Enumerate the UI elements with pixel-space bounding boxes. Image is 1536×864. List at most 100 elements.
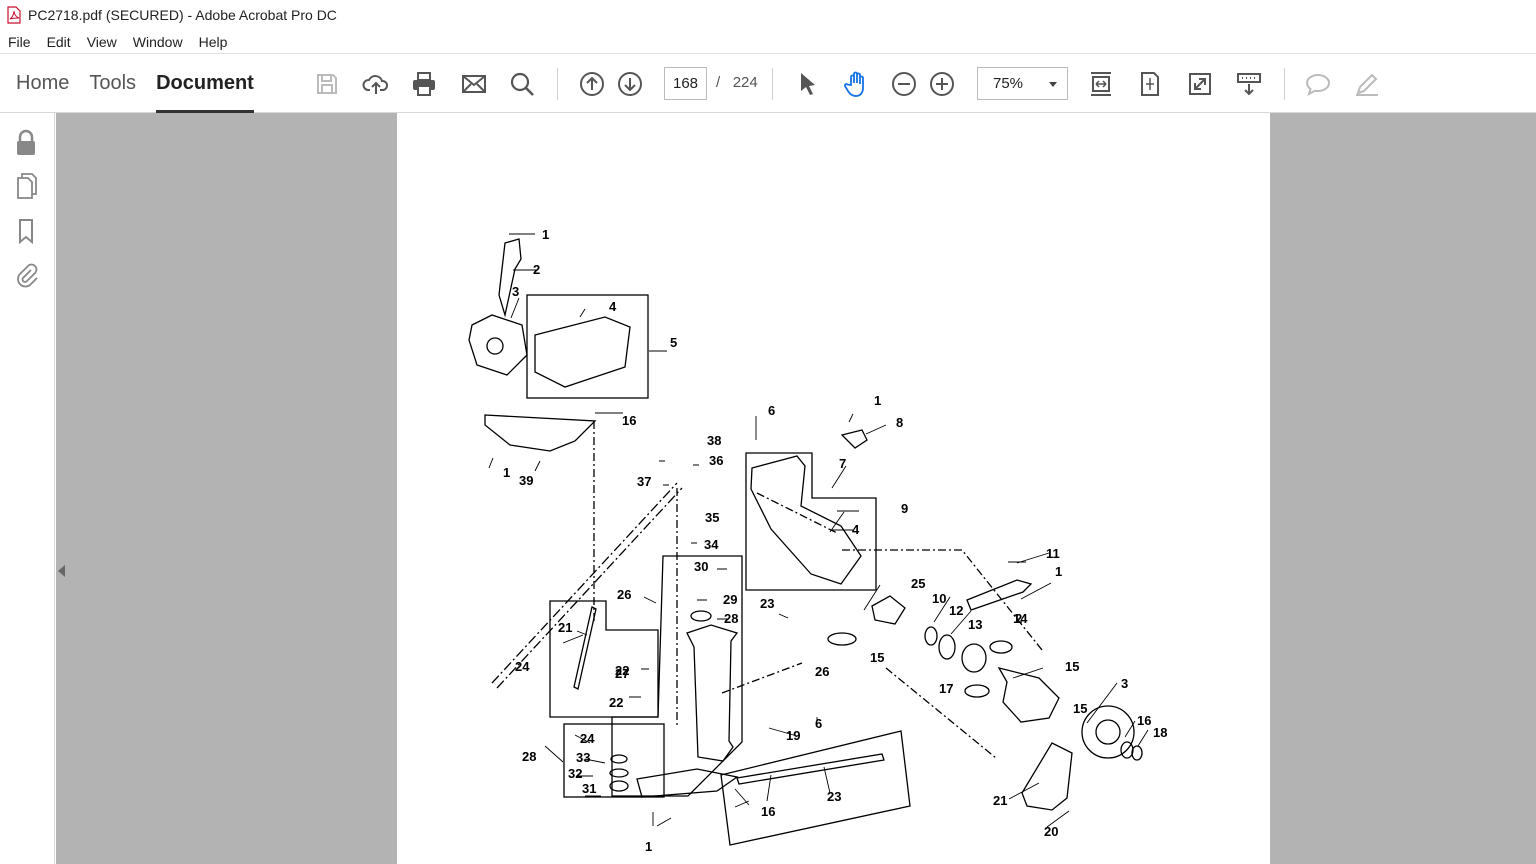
leader-lines	[488, 233, 1149, 828]
callout-number: 1	[542, 227, 549, 242]
menu-window[interactable]: Window	[132, 33, 183, 50]
mail-icon[interactable]	[458, 55, 490, 113]
menu-help[interactable]: Help	[198, 33, 228, 50]
menu-file[interactable]: File	[8, 33, 31, 50]
toolbar-separator	[772, 68, 773, 100]
part-2	[498, 238, 522, 318]
callout-number: 3	[1121, 676, 1128, 691]
print-icon[interactable]	[408, 55, 440, 113]
part-19	[1131, 745, 1143, 761]
part-mount-post	[686, 624, 739, 762]
callout-number: 15	[1073, 701, 1087, 716]
lock-icon[interactable]	[12, 128, 40, 158]
callout-number: 16	[1137, 713, 1151, 728]
part-3-hole	[486, 337, 504, 355]
callout-number: 4	[609, 299, 617, 314]
save-icon[interactable]	[311, 55, 343, 113]
callout-number: 9	[901, 501, 908, 516]
part-13	[938, 634, 956, 660]
callout-number: 21	[558, 620, 572, 635]
part-21	[573, 606, 597, 690]
callout-number: 34	[704, 537, 719, 552]
bookmark-icon[interactable]	[12, 216, 40, 246]
title-bar: PC2718.pdf (SECURED) - Adobe Acrobat Pro…	[0, 0, 1536, 30]
window-title: PC2718.pdf (SECURED) - Adobe Acrobat Pro…	[28, 7, 337, 23]
inset-box-24	[549, 600, 659, 718]
part-2b	[966, 579, 1033, 611]
read-mode-icon[interactable]	[1233, 55, 1265, 113]
part-14	[961, 643, 987, 673]
pdf-file-icon	[6, 6, 22, 24]
callout-number: 19	[786, 728, 800, 743]
menu-view[interactable]: View	[86, 33, 117, 50]
callout-number: 20	[1044, 824, 1058, 839]
select-arrow-icon[interactable]	[791, 55, 823, 113]
center-line-hub	[885, 667, 997, 759]
page-up-icon[interactable]	[576, 55, 608, 113]
zoom-in-icon[interactable]	[926, 55, 958, 113]
expand-pane-arrow-icon[interactable]	[58, 565, 65, 577]
callout-number: 28	[724, 611, 738, 626]
cloud-upload-icon[interactable]	[360, 55, 392, 113]
toolbar-separator	[557, 68, 558, 100]
callout-number: 31	[582, 781, 596, 796]
callout-number: 21	[993, 793, 1007, 808]
callout-number: 38	[707, 433, 721, 448]
callout-number: 16	[622, 413, 636, 428]
callout-number: 1	[1055, 564, 1062, 579]
total-pages: 224	[732, 74, 758, 91]
callout-number: 1	[874, 393, 881, 408]
callout-number: 23	[760, 596, 774, 611]
part-3	[468, 314, 528, 376]
callout-number: 7	[839, 456, 846, 471]
callout-number: 18	[1153, 725, 1167, 740]
zoom-select[interactable]: 75%	[977, 67, 1068, 100]
part-17-hub	[1095, 719, 1121, 745]
callout-number: 6	[768, 403, 775, 418]
callout-number: 28	[522, 749, 536, 764]
tab-tools[interactable]: Tools	[89, 72, 137, 94]
callout-number: 8	[896, 415, 903, 430]
pen-icon[interactable]	[1351, 55, 1383, 113]
part-10	[871, 595, 906, 625]
fit-page-icon[interactable]	[1134, 55, 1166, 113]
callout-number: 24	[580, 731, 595, 746]
part-39	[484, 414, 597, 452]
callout-number: 1	[645, 839, 652, 854]
part-28b	[690, 610, 712, 622]
inset-box-5	[526, 294, 649, 399]
callout-number: 26	[617, 587, 631, 602]
callout-number: 25	[911, 576, 925, 591]
callout-number: 4	[852, 522, 860, 537]
inset-box-27	[563, 723, 665, 798]
part-9-bracket	[750, 455, 862, 585]
callout-number: 12	[949, 603, 963, 618]
inset-box-24b	[720, 730, 911, 846]
callout-number: 33	[576, 750, 590, 765]
chevron-down-icon	[1049, 82, 1057, 87]
part-28	[609, 780, 629, 792]
callout-number: 36	[709, 453, 723, 468]
attachment-icon[interactable]	[12, 259, 40, 289]
part-12	[924, 626, 938, 646]
full-screen-icon[interactable]	[1184, 55, 1216, 113]
comment-icon[interactable]	[1302, 55, 1334, 113]
page-number-input[interactable]: 168	[664, 67, 707, 100]
part-20	[1021, 742, 1073, 811]
part-31	[609, 768, 629, 778]
part-5	[534, 316, 631, 388]
menu-edit[interactable]: Edit	[46, 33, 71, 50]
page-down-icon[interactable]	[614, 55, 646, 113]
part-15b	[964, 684, 990, 698]
fit-width-icon[interactable]	[1085, 55, 1117, 113]
part-32	[610, 754, 628, 764]
hand-icon[interactable]	[840, 55, 872, 113]
tab-home[interactable]: Home	[16, 72, 70, 94]
pages-icon[interactable]	[12, 171, 40, 201]
zoom-out-icon[interactable]	[888, 55, 920, 113]
tab-document[interactable]: Document	[156, 55, 254, 113]
search-icon[interactable]	[506, 55, 538, 113]
part-mount-foot	[636, 768, 739, 798]
callout-number: 3	[512, 284, 519, 299]
